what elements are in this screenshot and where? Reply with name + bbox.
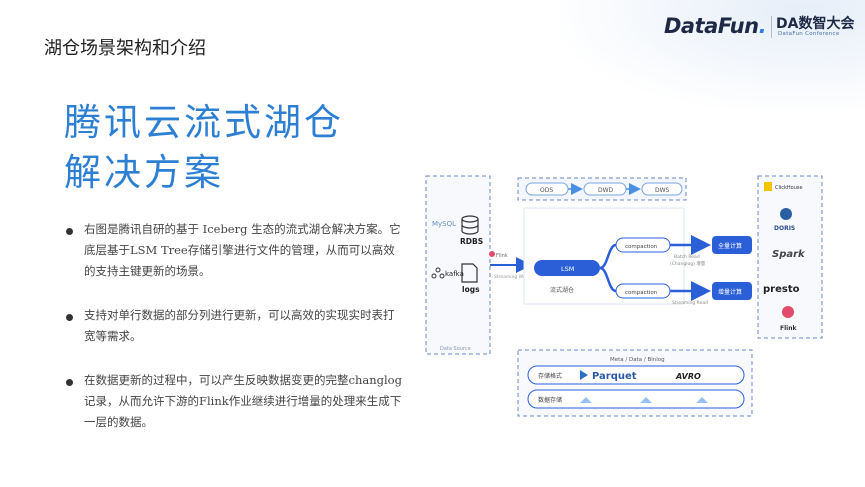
page-title-line-1: 腾讯云流式湖仓 — [64, 101, 344, 144]
database-icon — [461, 215, 479, 235]
logs-label: logs — [462, 285, 480, 294]
doris-icon — [780, 208, 792, 220]
bullet-text-3: 在数据更新的过程中，可以产生反映数据变更的完整changlog记录，从而允许下游… — [84, 373, 402, 429]
bullet-dot-icon — [66, 314, 73, 321]
flink-engine-icon — [782, 306, 794, 318]
cloud-storage-icon — [696, 397, 708, 403]
lsm-pill — [534, 260, 600, 276]
avro-logo: AVRO — [675, 372, 701, 381]
compaction-bottom-label: compaction — [625, 290, 658, 296]
page-title-line-2: 解决方案 — [64, 151, 224, 194]
streaming-read-label: Streaming Read — [672, 300, 708, 306]
spark-logo: Spark — [772, 249, 806, 260]
clickhouse-logo: ClickHouse — [775, 185, 803, 191]
presto-logo: presto — [763, 284, 800, 295]
meta-title: Meta / Data / Binlog — [610, 357, 665, 363]
logo-divider — [771, 16, 772, 38]
storage-format-row — [527, 365, 745, 385]
bullet-text-2: 支持对单行数据的部分列进行更新，可以高效的实现实时表打宽等需求。 — [84, 308, 395, 343]
da-conference-subtitle: DataFun Conference — [778, 31, 840, 37]
data-source-footer: Data Source — [440, 346, 471, 352]
data-source-box — [425, 175, 491, 355]
storage-system-row — [527, 389, 745, 409]
compaction-top-label: compaction — [625, 244, 658, 250]
lsm-label: LSM — [561, 265, 574, 273]
flink-engine-logo: Flink — [780, 325, 797, 332]
incremental-compute-pill — [712, 282, 752, 300]
datafun-logo-text: DataFun — [664, 14, 759, 38]
datafun-logo: DataFun. — [664, 14, 767, 38]
flink-source-label: Flink — [496, 253, 508, 259]
full-compute-label: 全量计算 — [718, 242, 742, 250]
mysql-logo: MySQL — [432, 220, 456, 228]
cloud-storage-icon — [640, 397, 652, 403]
da-conference-logo: DA数智大会 — [776, 16, 855, 32]
stream-lake-label: 流式湖仓 — [550, 286, 574, 294]
bullet-dot-icon — [66, 379, 73, 386]
layer-dws-pill — [641, 182, 683, 196]
batch-read-label: Batch Read — [674, 254, 700, 260]
kafka-label: kafka — [445, 270, 464, 278]
bullet-text-1: 右图是腾讯自研的基于 Iceberg 生态的流式湖仓解决方案。它底层基于LSM … — [84, 222, 401, 278]
layer-dws: DWS — [655, 187, 670, 194]
architecture-diagram: MySQL RDBS kafka logs Data Source Flink … — [425, 175, 823, 417]
doris-logo: DORIS — [774, 225, 795, 232]
bullet-dot-icon — [66, 228, 73, 235]
clickhouse-icon — [764, 182, 772, 191]
layer-ods: ODS — [540, 187, 553, 194]
changelog-label: (Changlog) 增量 — [670, 260, 706, 267]
datafun-logo-dot: . — [758, 14, 767, 38]
streaming-write-label: Streaming Write — [494, 274, 531, 280]
incremental-compute-label: 增量计算 — [718, 288, 742, 296]
parquet-logo: Parquet — [592, 371, 637, 382]
layer-dwd: DWD — [598, 187, 614, 194]
storage-system-label: 数据存储 — [538, 396, 562, 404]
storage-format-label: 存储格式 — [538, 372, 562, 380]
branch-bottom — [599, 266, 617, 293]
flink-icon — [489, 251, 495, 257]
logs-file-icon — [461, 263, 478, 283]
rdbs-label: RDBS — [460, 237, 483, 246]
full-compute-pill — [712, 236, 752, 254]
header-glow — [560, 0, 865, 110]
section-title: 湖仓场景架构和介绍 — [44, 38, 206, 59]
kafka-icon — [431, 267, 445, 279]
parquet-icon — [580, 370, 588, 380]
cloud-storage-icon — [580, 397, 592, 403]
